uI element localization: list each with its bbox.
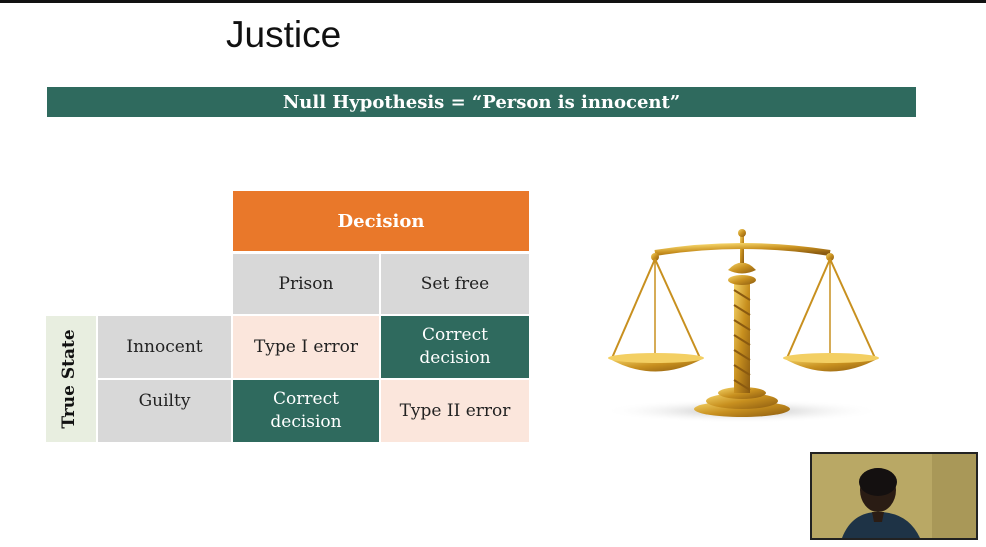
cell-type-2-error: Type II error	[381, 380, 529, 442]
row-label-guilty: Guilty	[98, 380, 231, 442]
row-label-innocent: Innocent	[98, 316, 231, 378]
column-header-prison: Prison	[233, 254, 379, 314]
cell-correct-decision-set-free: Correct decision	[381, 316, 529, 378]
null-hypothesis-banner: Null Hypothesis = “Person is innocent”	[47, 87, 916, 117]
presenter-figure	[812, 454, 976, 538]
presenter-webcam	[810, 452, 978, 540]
top-border	[0, 0, 986, 3]
true-state-cell	[46, 316, 96, 442]
scales-of-justice-icon	[602, 229, 882, 423]
column-header-set-free: Set free	[381, 254, 529, 314]
cell-correct-decision-prison: Correct decision	[233, 380, 379, 442]
cell-type-1-error: Type I error	[233, 316, 379, 378]
decision-header: Decision	[233, 191, 529, 251]
true-state-label: True State	[59, 329, 79, 429]
slide-title: Justice	[226, 14, 342, 55]
